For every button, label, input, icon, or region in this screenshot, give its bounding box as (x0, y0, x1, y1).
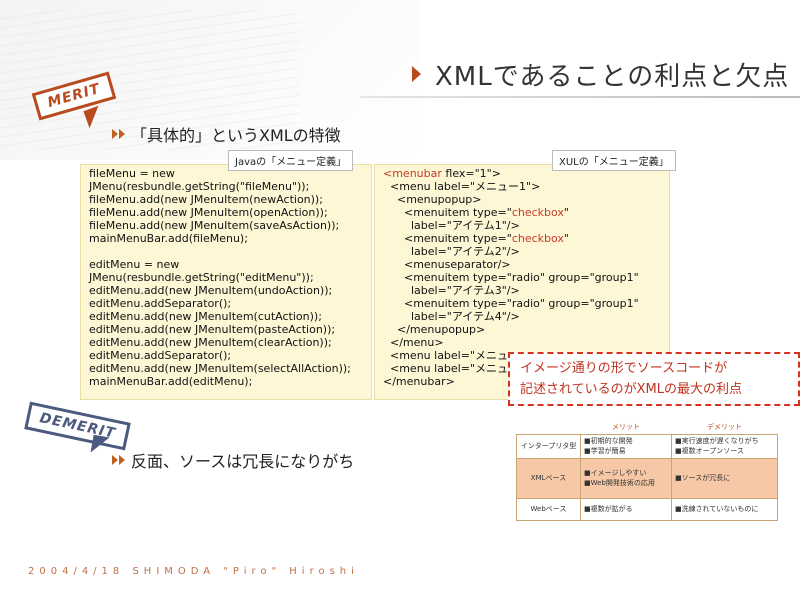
slide-title: XMLであることの利点と欠点 (435, 61, 790, 92)
code-line: <menu label="メニュー1"> (383, 180, 541, 193)
code-line: <menu label="メニュー (383, 349, 520, 362)
comparison-table: メリット デメリット インタープリタ型 ■初期的な開発 ■学習が簡易 ■実行速度が… (516, 420, 778, 521)
code-line: </menubar> (383, 375, 455, 388)
table-cell: ■洗練されていないものに (671, 497, 778, 521)
demerit-badge-wrap: DEMERIT (24, 401, 132, 451)
cell-line: ■複数オープンソース (675, 447, 744, 455)
table-row: インタープリタ型 ■初期的な開発 ■学習が簡易 ■実行速度が遅くなりがち ■複数オー… (516, 433, 778, 459)
code-line: </menu> (383, 336, 444, 349)
table-row: XMLベース ■イメージしやすい ■Web開発技術の応用 ■ソースが冗長に (516, 457, 778, 499)
title-arrow-icon (412, 66, 421, 82)
code-line: fileMenu.add(new JMenuItem(saveAsAction)… (89, 219, 340, 232)
table-cell: ■初期的な開発 ■学習が簡易 (579, 433, 673, 459)
code-line: editMenu.add(new JMenuItem(cutAction)); (89, 310, 322, 323)
cell-line: ■イメージしやすい (584, 469, 647, 477)
code-line: fileMenu = new (89, 167, 175, 180)
table-cell: ■実行速度が遅くなりがち ■複数オープンソース (671, 433, 778, 459)
title-underline (360, 96, 800, 98)
code-line: editMenu.addSeparator(); (89, 297, 232, 310)
header-texture (0, 10, 300, 150)
table-cell: ■複数が拡がる (579, 497, 673, 521)
table-row-label: Webベース (516, 497, 581, 521)
double-arrow-icon (119, 129, 125, 139)
table-header-cell: メリット (580, 420, 672, 434)
cell-line: ■初期的な開発 (584, 437, 633, 445)
xul-code-lines: <menubar flex="1"> <menu label="メニュー1"> … (383, 167, 661, 388)
demerit-heading-text: 反面、ソースは冗長になりがち (131, 452, 355, 471)
code-line: editMenu.addSeparator(); (89, 349, 232, 362)
cell-line: ■ソースが冗長に (675, 474, 731, 482)
code-line: JMenu(resbundle.getString("editMenu")); (89, 271, 314, 284)
merit-heading-text: 「具体的」というXMLの特徴 (131, 126, 341, 145)
cell-line: ■実行速度が遅くなりがち (675, 437, 759, 445)
cell-line: ■洗練されていないものに (675, 505, 759, 513)
code-line: <menuitem type="checkbox" (383, 232, 569, 245)
demerit-badge: DEMERIT (24, 401, 132, 451)
code-line: editMenu.add(new JMenuItem(undoAction)); (89, 284, 333, 297)
merit-heading: 「具体的」というXMLの特徴 (112, 122, 341, 146)
code-line: fileMenu.add(new JMenuItem(openAction)); (89, 206, 328, 219)
cell-line: ■Web開発技術の応用 (584, 479, 655, 487)
table-row: Webベース ■複数が拡がる ■洗練されていないものに (516, 497, 778, 521)
code-line: <menubar flex="1"> (383, 167, 501, 180)
merit-badge-wrap: MERIT (31, 71, 117, 121)
demerit-heading: 反面、ソースは冗長になりがち (112, 448, 354, 472)
double-arrow-icon (112, 129, 118, 139)
code-line: <menu label="メニュー (383, 362, 520, 375)
code-line (89, 245, 363, 258)
code-line: editMenu.add(new JMenuItem(clearAction))… (89, 336, 332, 349)
code-line: label="アイテム2"/> (383, 245, 520, 258)
code-line: </menupopup> (383, 323, 486, 336)
slide-title-wrap: XMLであることの利点と欠点 (412, 56, 789, 92)
table-header-cell: デメリット (671, 420, 778, 434)
code-line: <menuseparator/> (383, 258, 511, 271)
callout-line-2: 記述されているのがXMLの最大の利点 (520, 382, 742, 397)
double-arrow-icon (112, 455, 118, 465)
code-line: <menuitem type="radio" group="group1" (383, 271, 639, 284)
code-line: JMenu(resbundle.getString("fileMenu")); (89, 180, 310, 193)
code-line: <menuitem type="checkbox" (383, 206, 569, 219)
code-line: mainMenuBar.add(fileMenu); (89, 232, 248, 245)
cell-line: ■学習が簡易 (584, 447, 626, 455)
code-line: label="アイテム3"/> (383, 284, 520, 297)
table-cell: ■ソースが冗長に (671, 457, 778, 499)
slide-footer: 2004/4/18 SHIMODA "Piro" Hiroshi (28, 566, 359, 577)
double-arrow-icon (119, 455, 125, 465)
table-row-label: インタープリタ型 (516, 433, 581, 459)
table-header-cell (517, 420, 581, 434)
table-header-row: メリット デメリット (517, 420, 778, 434)
code-line: <menupopup> (383, 193, 482, 206)
code-line: editMenu = new (89, 258, 180, 271)
code-line: mainMenuBar.add(editMenu); (89, 375, 253, 388)
java-caption: Javaの「メニュー定義」 (228, 150, 354, 171)
table-cell: ■イメージしやすい ■Web開発技術の応用 (579, 457, 673, 499)
table-row-label: XMLベース (516, 457, 581, 499)
code-line: label="アイテム4"/> (383, 310, 520, 323)
merit-callout: イメージ通りの形でソースコードが 記述されているのがXMLの最大の利点 (508, 352, 800, 406)
callout-line-1: イメージ通りの形でソースコードが (520, 361, 728, 376)
code-line: label="アイテム1"/> (383, 219, 520, 232)
demerit-badge-tail (90, 434, 110, 456)
code-line: editMenu.add(new JMenuItem(pasteAction))… (89, 323, 336, 336)
cell-line: ■複数が拡がる (584, 505, 633, 513)
code-line: <menuitem type="radio" group="group1" (383, 297, 639, 310)
code-line: fileMenu.add(new JMenuItem(newAction)); (89, 193, 323, 206)
xul-caption: XULの「メニュー定義」 (552, 150, 676, 171)
code-line: editMenu.add(new JMenuItem(selectAllActi… (89, 362, 351, 375)
header-background (0, 0, 420, 160)
